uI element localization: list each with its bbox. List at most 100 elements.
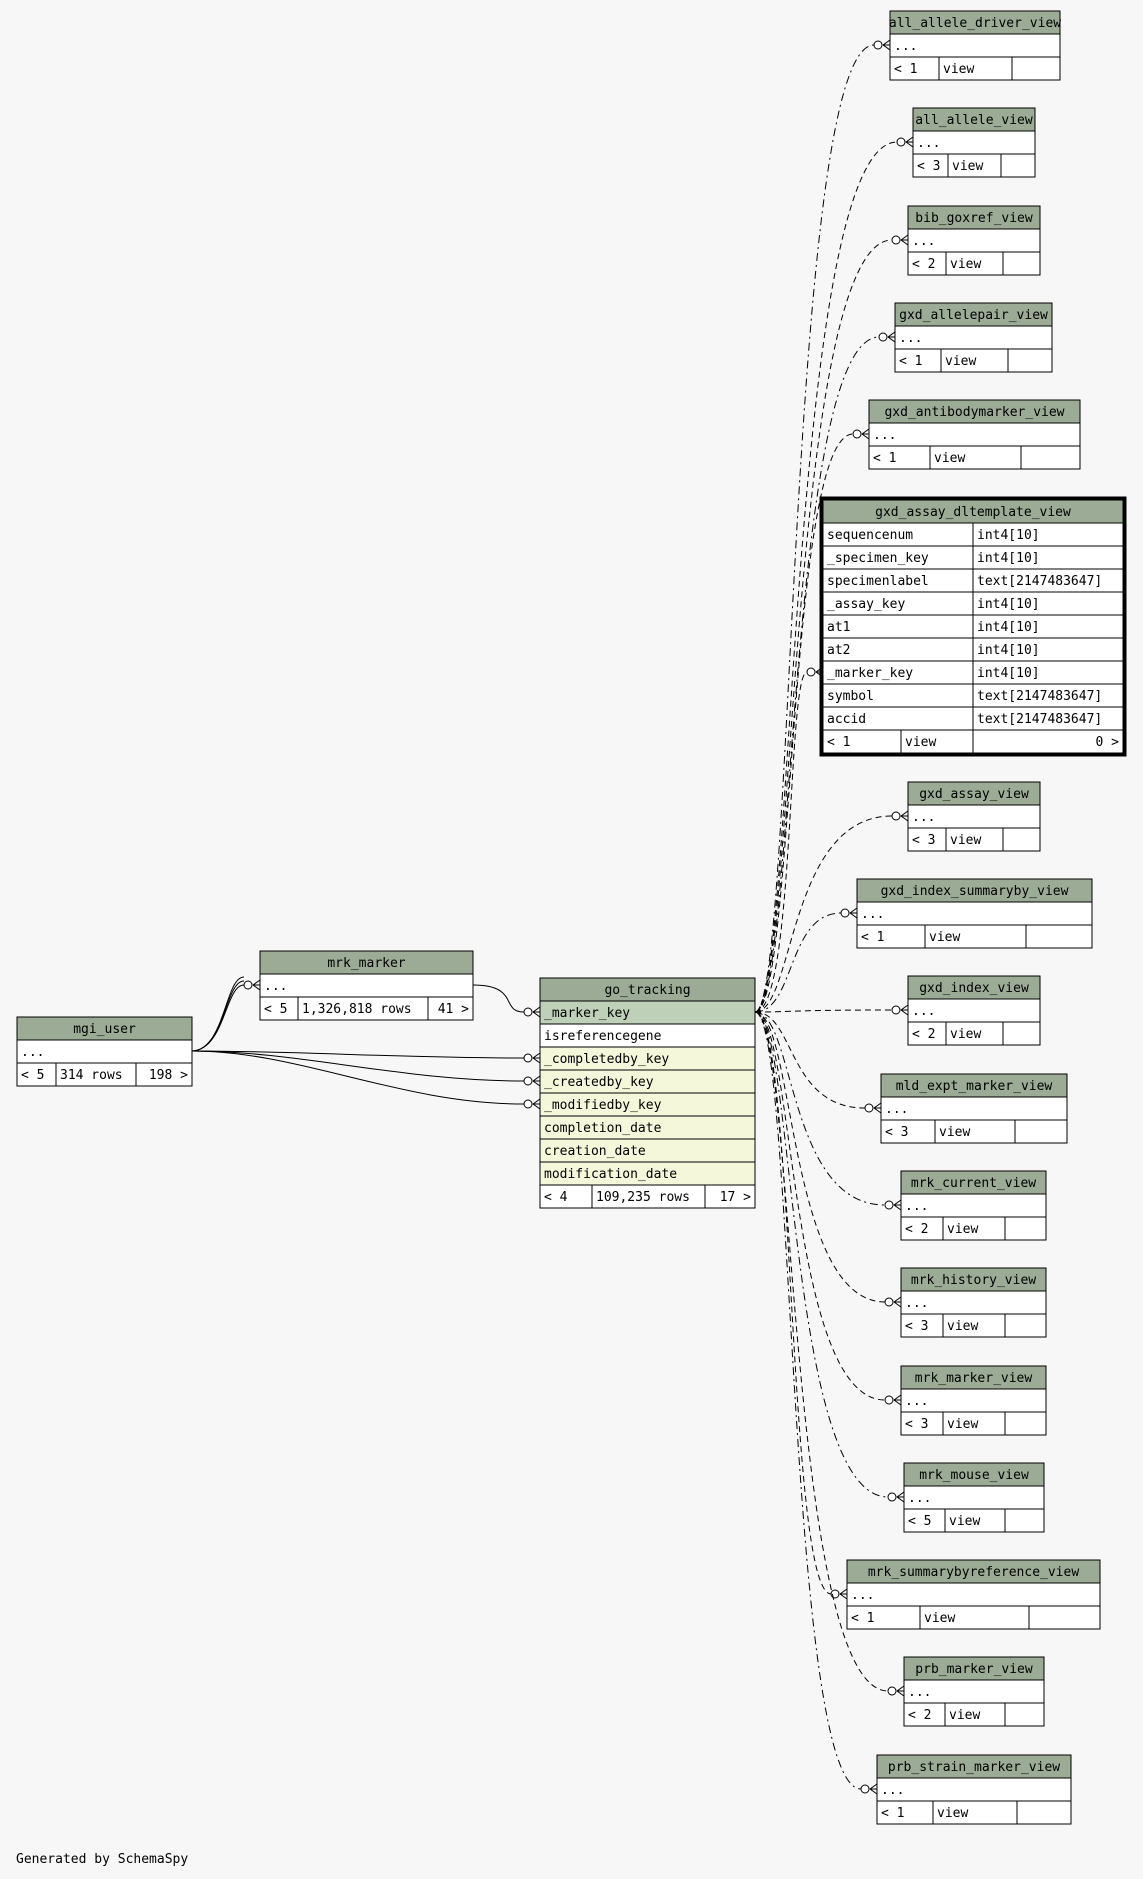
column-at2: at2 (827, 643, 850, 658)
table-title: bib_goxref_view (915, 211, 1033, 226)
ellipsis-text: ... (908, 1685, 931, 1700)
edge-end-circle (830, 1589, 840, 1599)
row-count: view (924, 1611, 955, 1626)
column-symbol: symbol (827, 689, 874, 704)
edge-end-crowfoot (905, 136, 914, 148)
table-title: gxd_index_view (919, 981, 1029, 996)
parent-count: < 1 (894, 62, 917, 77)
edge-end-circle (523, 1007, 533, 1017)
edge-end-crowfoot (893, 1296, 902, 1308)
parent-count: < 2 (912, 257, 935, 272)
footer-generated-by: Generated by SchemaSpy (16, 1852, 189, 1867)
column-creation-date: creation_date (544, 1144, 646, 1159)
column-sequencenum: sequencenum (827, 528, 913, 543)
table-title: prb_marker_view (915, 1662, 1033, 1677)
edge-mgi-user-to-go-tracking (191, 1050, 525, 1082)
edge-mrk-marker-to-go-tracking (472, 984, 525, 1013)
edge-go-tracking-to-view (754, 671, 808, 1013)
edge-go-tracking-to-view (754, 44, 875, 1013)
column-assay-key: _assay_key (827, 597, 905, 612)
table-title: mrk_mouse_view (919, 1468, 1029, 1483)
edge-end-circle (896, 137, 906, 147)
edge-go-tracking-to-view (754, 1011, 862, 1790)
parent-count: < 1 (899, 354, 922, 369)
table-footer (846, 1605, 1101, 1630)
edge-mgi-user-to-mrk-marker (191, 976, 245, 1052)
relationship-lines (191, 39, 914, 1795)
column-ellipsis (846, 1582, 1101, 1607)
table-footer (907, 1021, 1041, 1046)
edge-end-crowfoot (869, 1783, 878, 1795)
edge-go-tracking-to-view (754, 1011, 832, 1595)
table-footer (889, 56, 1061, 81)
row-count: view (929, 930, 960, 945)
row-count: 109,235 rows (596, 1190, 690, 1205)
parent-count: < 1 (827, 735, 850, 750)
ellipsis-text: ... (861, 907, 884, 922)
parent-count: < 2 (905, 1222, 928, 1237)
ellipsis-text: ... (873, 428, 896, 443)
table-title: all_allele_view (915, 113, 1033, 128)
edge-end-crowfoot (839, 1588, 848, 1600)
row-count: view (943, 62, 974, 77)
parent-count: < 5 (21, 1068, 44, 1083)
edge-go-tracking-to-view (754, 1011, 889, 1692)
edge-end-crowfoot (532, 1075, 541, 1087)
ellipsis-text: ... (905, 1394, 928, 1409)
column-ellipsis (876, 1777, 1072, 1802)
edge-mgi-user-to-go-tracking (191, 1050, 525, 1105)
ellipsis-text: ... (917, 136, 940, 151)
column-ellipsis (259, 973, 474, 998)
ellipsis-text: ... (905, 1199, 928, 1214)
table-footer (900, 1313, 1047, 1338)
edge-go-tracking-to-view (754, 1011, 886, 1303)
child-count: 41 > (438, 1002, 469, 1017)
edge-end-circle (840, 908, 850, 918)
parent-count: < 5 (264, 1002, 287, 1017)
parent-count: < 2 (908, 1708, 931, 1723)
edge-end-circle (243, 980, 253, 990)
table-footer (880, 1119, 1068, 1144)
child-count: 198 > (149, 1068, 188, 1083)
edge-end-circle (878, 332, 888, 342)
edge-end-crowfoot (896, 1685, 905, 1697)
table-footer (868, 445, 1081, 470)
edge-end-circle (806, 667, 816, 677)
parent-count: < 3 (912, 833, 935, 848)
edge-mgi-user-to-mrk-marker (191, 980, 245, 1052)
column-createdby-key: _createdby_key (544, 1075, 654, 1090)
edge-end-crowfoot (532, 1052, 541, 1064)
parent-count: < 3 (905, 1319, 928, 1334)
row-count: view (934, 451, 965, 466)
edge-go-tracking-to-view (754, 1011, 886, 1206)
table-go-tracking[interactable]: go_tracking_marker_keyisreferencegene_co… (539, 977, 756, 1209)
table-nodes: all_allele_driver_view... < 1 view all_alle… (16, 10, 1127, 1825)
table-title: all_allele_driver_view (889, 16, 1061, 31)
column-accid: accid (827, 712, 866, 727)
ellipsis-text: ... (881, 1783, 904, 1798)
edge-end-circle (884, 1200, 894, 1210)
row-count: view (947, 1417, 978, 1432)
edge-end-circle (884, 1297, 894, 1307)
column-type: int4[10] (977, 666, 1040, 681)
